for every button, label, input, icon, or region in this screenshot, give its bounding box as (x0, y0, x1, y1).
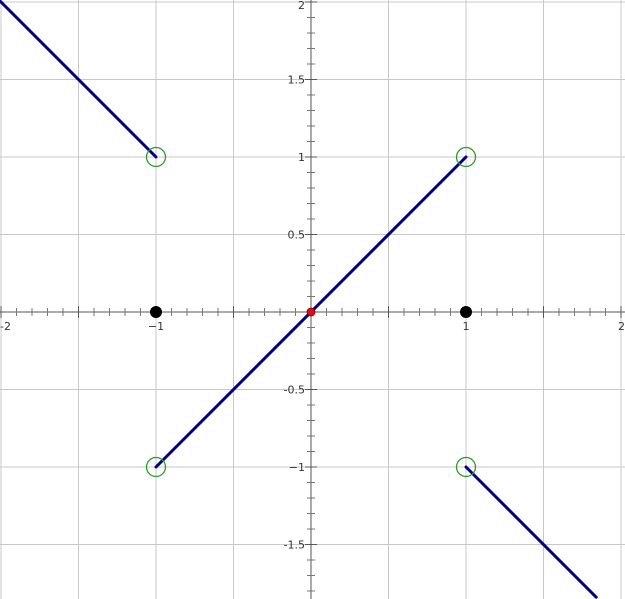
filled-point (460, 306, 472, 318)
y-tick-label: 2 (298, 0, 305, 12)
y-tick-label: 1.5 (288, 74, 306, 87)
y-tick-label: -1.5 (284, 539, 305, 552)
x-tick-label: 2 (618, 320, 625, 333)
y-tick-label: -0.5 (284, 384, 305, 397)
y-tick-label: −1 (289, 461, 305, 474)
open-endpoint (455, 146, 477, 168)
origin-point (306, 307, 316, 317)
y-tick-label: 0.5 (288, 229, 306, 242)
tick-labels: -2 −1 1 2 2 1.5 1 0.5 -0.5 −1 -1.5 (0, 0, 625, 552)
open-endpoint (145, 456, 167, 478)
graph-segment (464, 465, 598, 599)
graph-segment (0, 0, 158, 159)
x-tick-label: 1 (463, 320, 470, 333)
graph-points (145, 146, 477, 478)
x-tick-label: −1 (148, 320, 164, 333)
y-tick-label: 1 (298, 151, 305, 164)
x-tick-label: -2 (0, 320, 11, 333)
open-endpoint (455, 456, 477, 478)
graph-segments (0, 0, 598, 599)
filled-point (150, 306, 162, 318)
open-endpoint (145, 146, 167, 168)
